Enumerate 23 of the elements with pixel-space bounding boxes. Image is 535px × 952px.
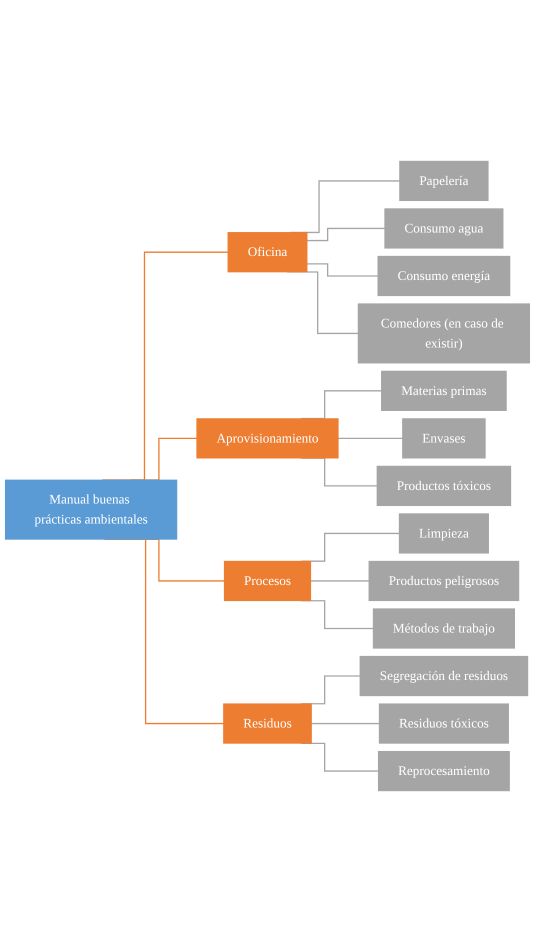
node-box: Segregación de residuos xyxy=(360,656,528,696)
connector xyxy=(312,722,380,724)
node-box: Reprocesamiento xyxy=(378,750,510,792)
node-box: Procesos xyxy=(224,560,312,602)
connector xyxy=(338,438,402,440)
connector xyxy=(307,228,385,242)
node-box: Productos tóxicos xyxy=(376,466,512,506)
node-box: Residuos tóxicos xyxy=(378,703,509,744)
node-box: Envases xyxy=(402,418,486,458)
node-box: Residuos xyxy=(223,703,312,744)
node-box: Aprovisionamiento xyxy=(196,418,339,458)
connector xyxy=(307,263,378,277)
node-box: Oficina xyxy=(228,232,308,272)
node-box: Papelería xyxy=(399,160,489,202)
node-box: Productos peligrosos xyxy=(368,560,520,602)
node-box: Consumo energía xyxy=(378,256,510,296)
node-box: Métodos de trabajo xyxy=(372,608,515,649)
node-box: Limpieza xyxy=(398,513,489,554)
node-box: Consumo agua xyxy=(384,208,504,249)
connector xyxy=(310,580,369,582)
node-box: Manual buenas prácticas ambientales xyxy=(4,480,178,540)
node-box: Materias primas xyxy=(381,370,507,411)
node-box: Comedores (en caso de existir) xyxy=(358,303,530,364)
